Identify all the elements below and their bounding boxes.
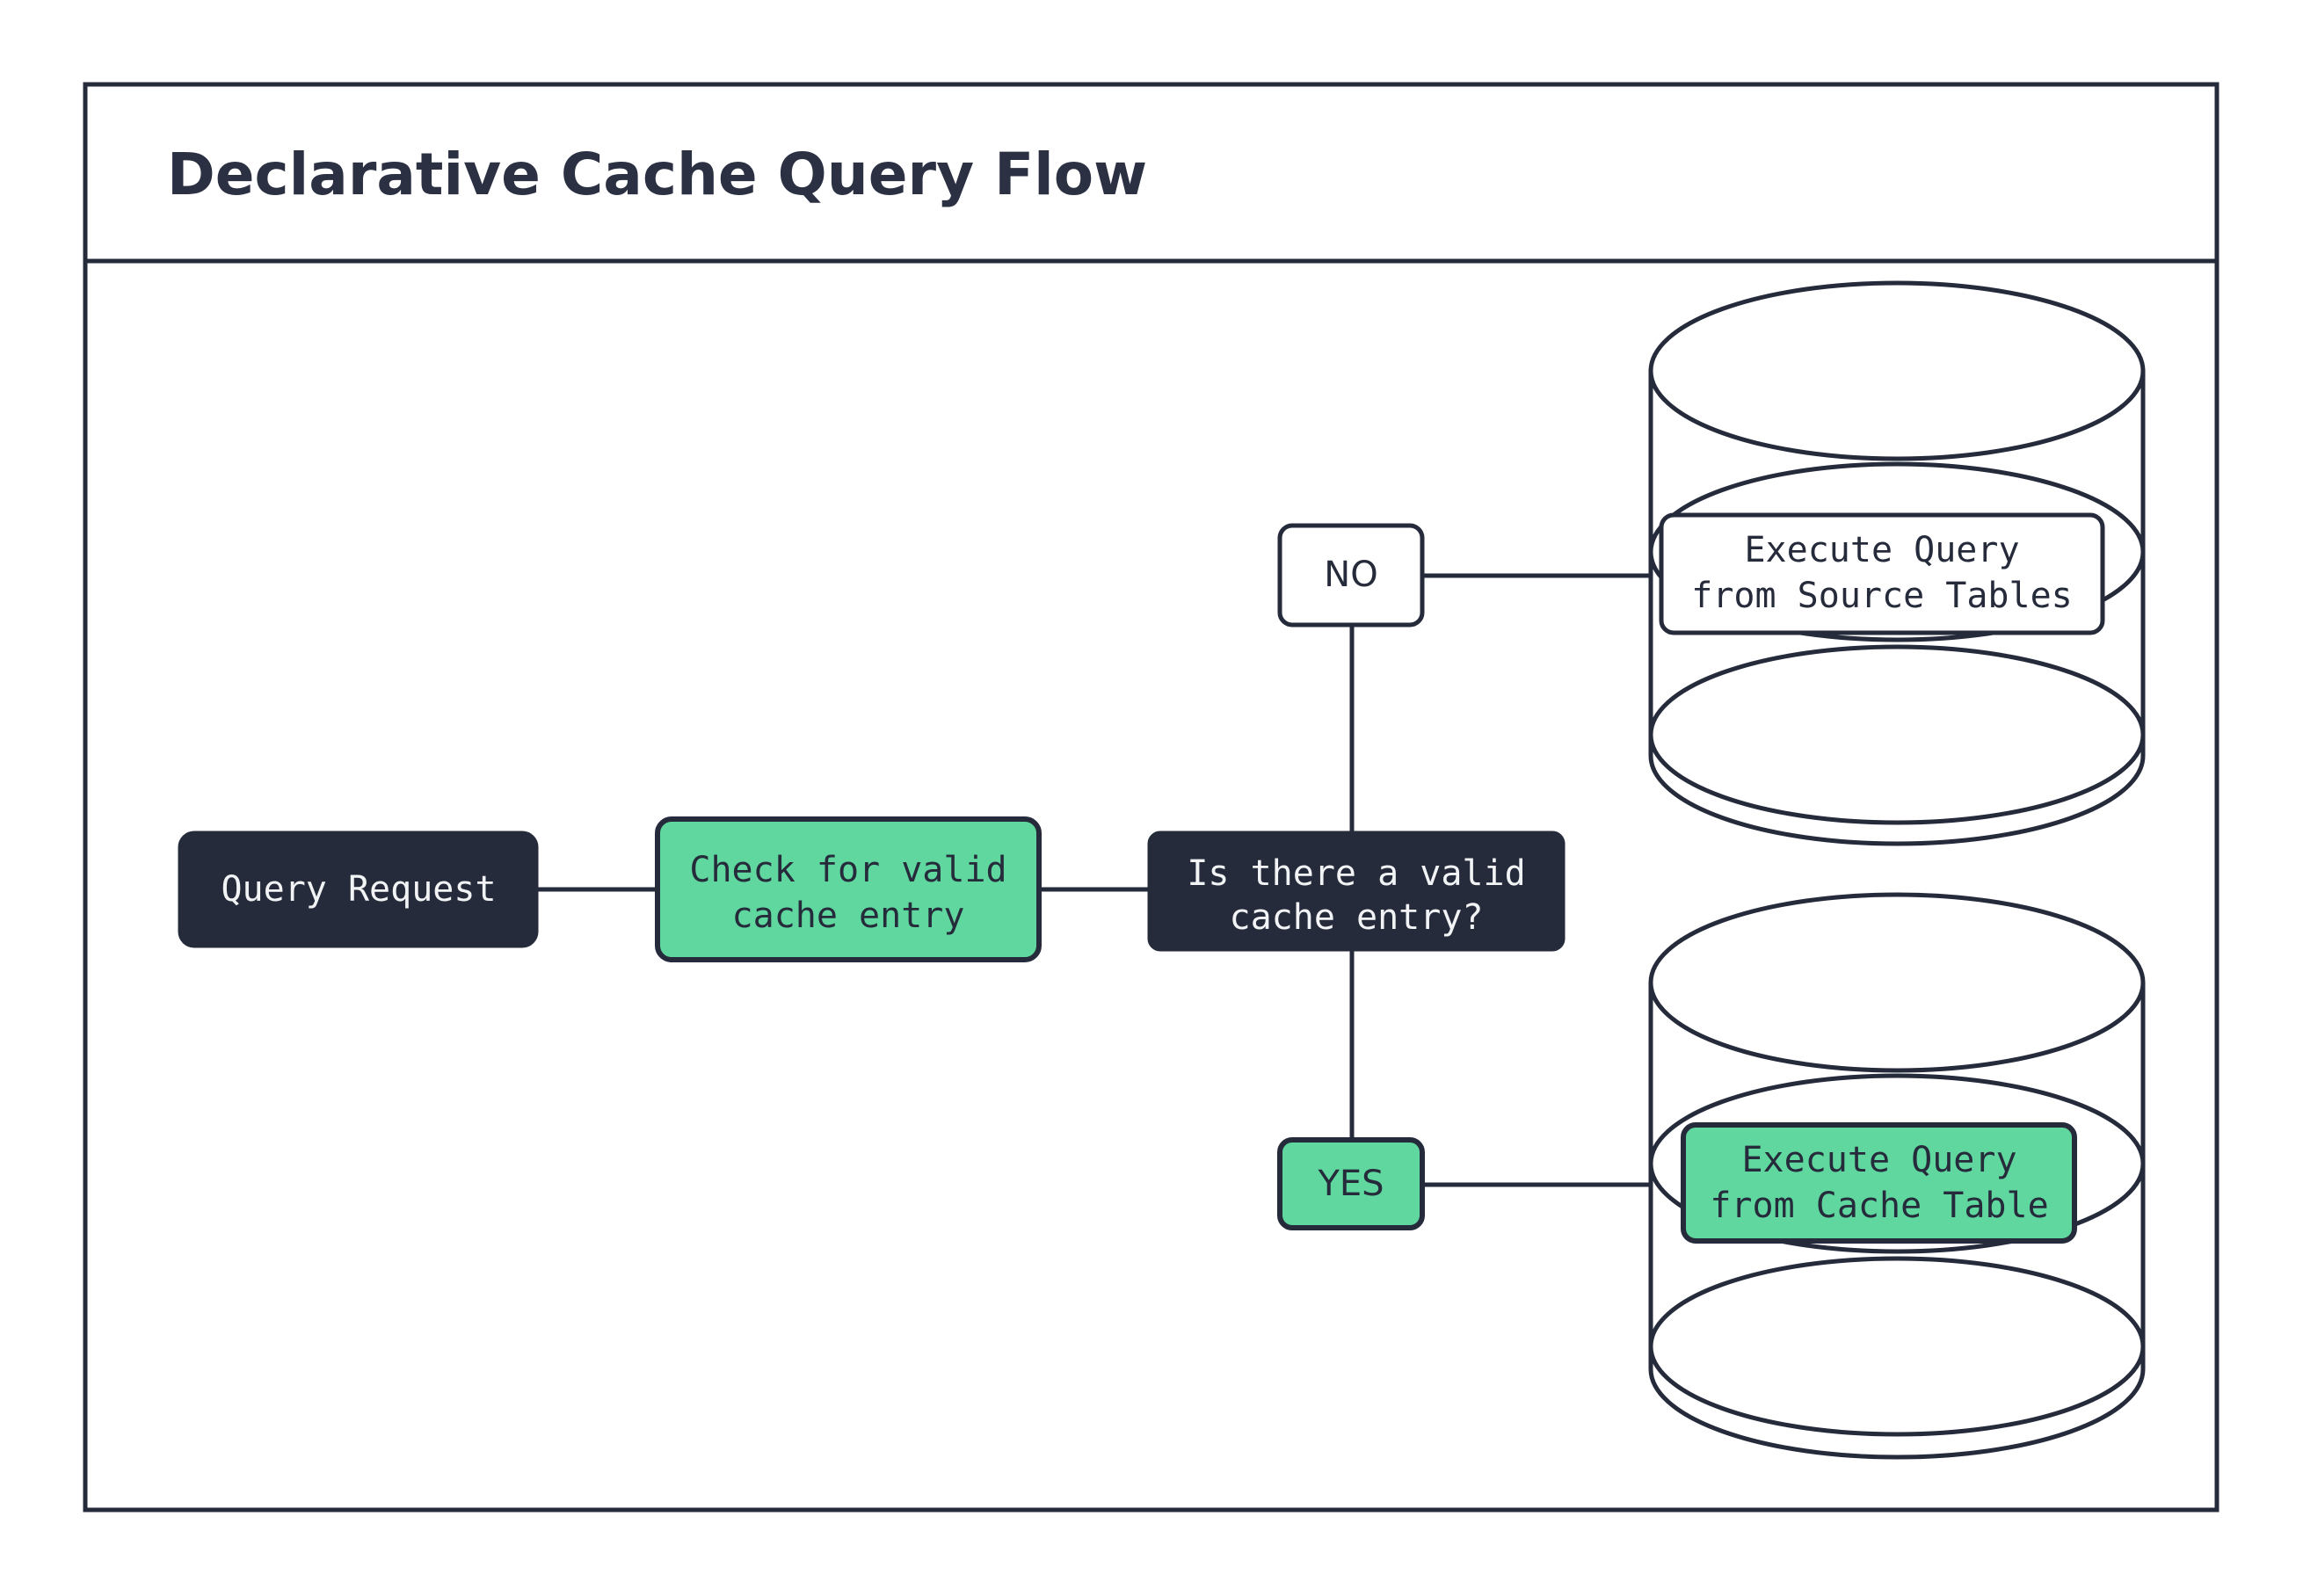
source-db-label-line2: from Source Tables (1691, 576, 2072, 616)
cylinder-disc-1 (1648, 280, 2146, 461)
branch-no-label: NO (1324, 555, 1377, 595)
branch-yes-label: YES (1317, 1164, 1384, 1204)
cylinder-disc-2 (1648, 461, 2146, 642)
check-cache-label-line2: cache entry (732, 896, 965, 936)
node-branch-no[interactable]: NO (1277, 523, 1425, 628)
source-db-label-line1: Execute Query (1744, 530, 2019, 570)
diagram-frame (83, 82, 2219, 1513)
decision-label-line1: Is there a valid (1187, 853, 1525, 894)
source-db-label-box: Execute Query from Source Tables (1659, 512, 2105, 635)
cylinder-disc-3 (1648, 1256, 2146, 1437)
decision-label-line2: cache entry? (1230, 897, 1484, 938)
node-query-request[interactable]: Query Request (178, 831, 539, 948)
node-check-cache[interactable]: Check for valid cache entry (655, 816, 1042, 962)
check-cache-label-line1: Check for valid (689, 850, 1006, 890)
cylinder-disc-2 (1648, 1073, 2146, 1254)
cylinder-disc-3 (1648, 644, 2146, 825)
page-title: Declarative Cache Query Flow (167, 141, 1147, 208)
cache-db-label-line1: Execute Query (1741, 1140, 2016, 1180)
query-request-label: Query Request (221, 869, 496, 910)
node-branch-yes[interactable]: YES (1277, 1137, 1425, 1230)
cylinder-disc-1 (1648, 892, 2146, 1073)
cache-db-label-box: Execute Query from Cache Table (1681, 1122, 2077, 1244)
cache-db-label-line2: from Cache Table (1710, 1186, 2048, 1226)
node-decision[interactable]: Is there a valid cache entry? (1147, 831, 1566, 952)
